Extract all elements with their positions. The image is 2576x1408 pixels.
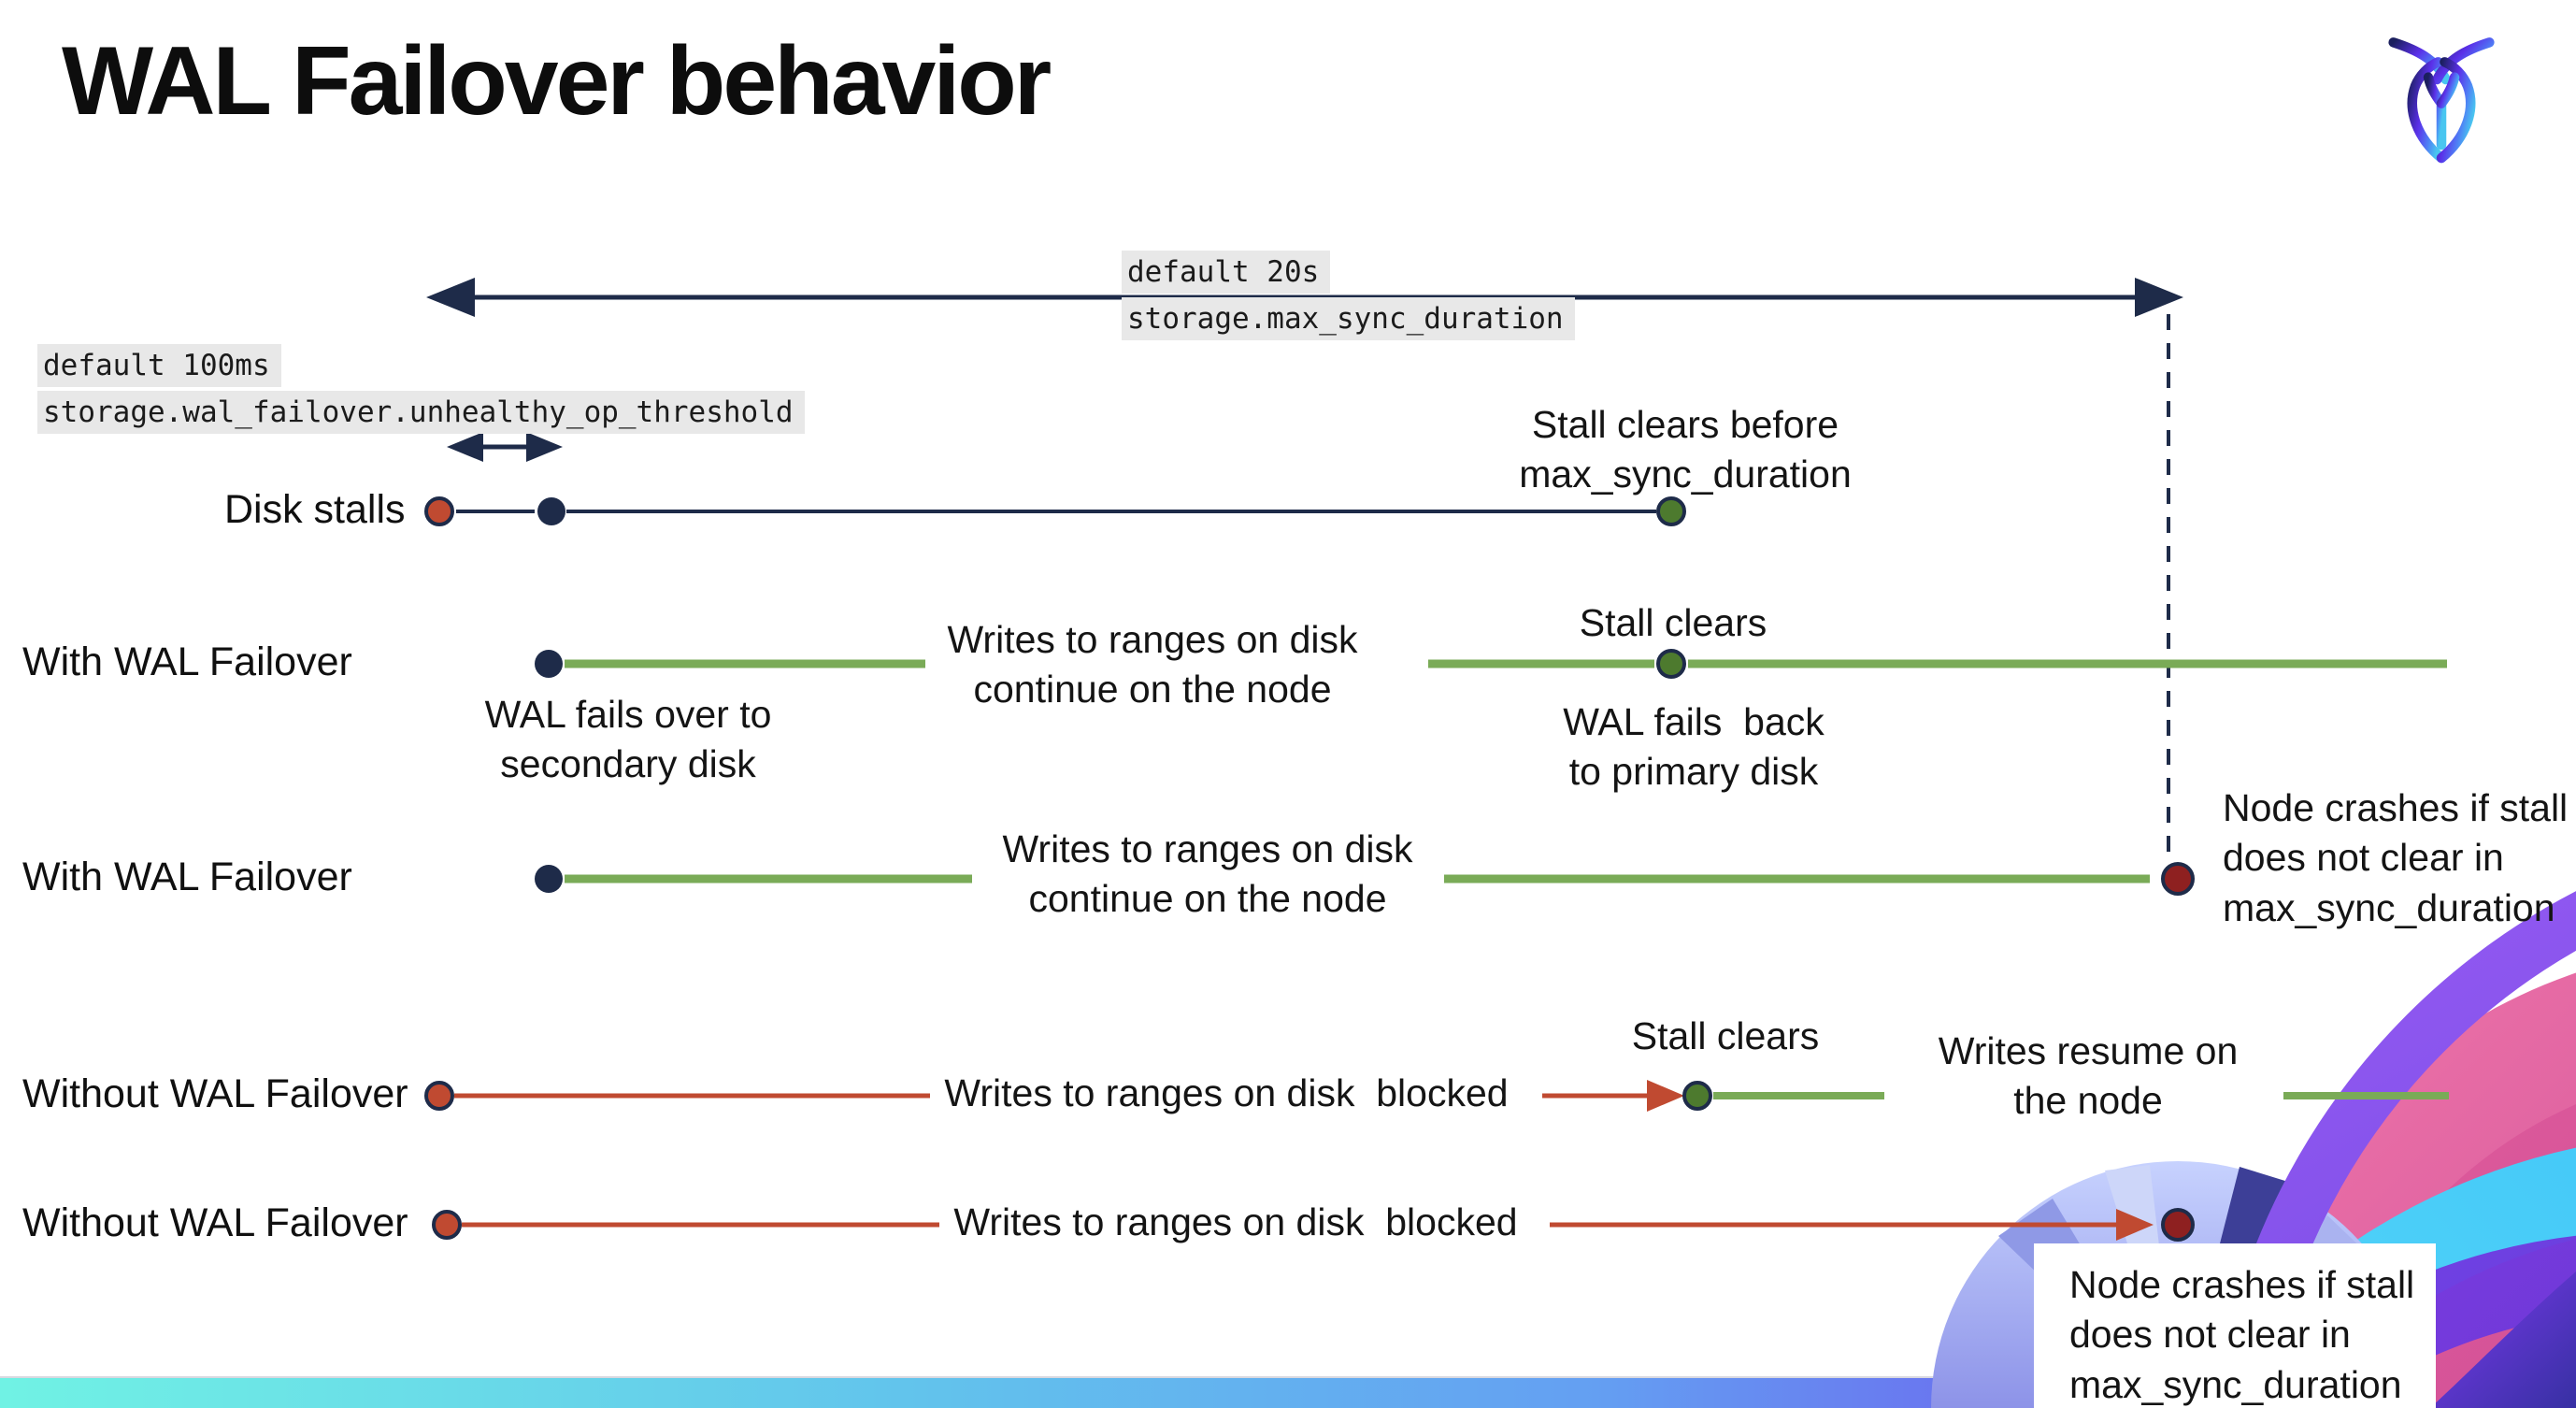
logo-inner-y-arm [2436,72,2460,108]
stall-clears-dot [1656,649,1686,679]
art-corner-fill [2430,1272,2576,1408]
unhealthy-op-setting-label: default 100ms storage.wal_failover.unhea… [37,344,805,434]
logo-body-left [2407,57,2447,164]
arrowhead-left-small-icon [447,432,483,462]
max-sync-default-value: default 20s [1122,251,1331,294]
row-label-without-wal-2: Without WAL Failover [22,1200,408,1245]
node-crash-dot [2161,862,2195,896]
row-label-disk-stalls: Disk stalls [224,487,406,532]
writes-blocked-label-1: Writes to ranges on disk blocked [944,1071,1509,1114]
arrowhead-right-icon [2135,278,2183,317]
row-label-without-wal-1: Without WAL Failover [22,1071,408,1116]
stall-clears-label-2: Stall clears [1631,1014,1820,1057]
node-crashes-label-1: Node crashes if stall does not clear in … [2223,786,2569,929]
red-arrowhead-icon [2116,1209,2154,1241]
row-label-with-wal-1: With WAL Failover [22,639,352,684]
logo-inner-y [2423,72,2447,151]
page-title: WAL Failover behavior [62,27,1052,136]
stall-clears-dot [1656,496,1686,526]
stall-clears-dot [1682,1081,1712,1111]
node-crashes-label-2: Node crashes if stall does not clear in … [2069,1263,2415,1406]
wal-fails-back-label: WAL fails back to primary disk [1563,700,1825,794]
stall-start-dot [424,496,454,526]
failover-dot [535,650,563,678]
max-sync-setting-name: storage.max_sync_duration [1122,297,1575,340]
row-label-with-wal-2: With WAL Failover [22,855,352,899]
arrowhead-left-icon [426,278,475,317]
stall-clears-before-label: Stall clears before max_sync_duration [1519,403,1852,496]
writes-resume-label: Writes resume on the node [1938,1029,2239,1123]
cockroachdb-logo-icon [2388,37,2495,164]
unhealthy-op-setting-name: storage.wal_failover.unhealthy_op_thresh… [37,391,805,434]
logo-body-right [2436,57,2476,164]
crash-callout-box: Node crashes if stall does not clear in … [2034,1243,2436,1408]
stall-start-dot [424,1081,454,1111]
max-sync-setting-label: default 20s storage.max_sync_duration [1122,251,1575,340]
failover-dot [535,865,563,893]
writes-continue-label-1: Writes to ranges on disk continue on the… [947,618,1358,711]
logo-antenna-right [2432,37,2495,85]
writes-blocked-label-2: Writes to ranges on disk blocked [953,1200,1518,1243]
arrowhead-right-small-icon [526,432,563,462]
stall-clears-label-1: Stall clears [1579,601,1767,644]
wal-fails-over-label: WAL fails over to secondary disk [484,693,772,786]
writes-continue-label-2: Writes to ranges on disk continue on the… [1002,827,1413,921]
threshold-dot [537,497,565,525]
unhealthy-op-default-value: default 100ms [37,344,281,387]
red-arrowhead-icon [1647,1080,1684,1112]
stall-start-dot [432,1210,462,1240]
node-crash-dot [2161,1208,2195,1242]
